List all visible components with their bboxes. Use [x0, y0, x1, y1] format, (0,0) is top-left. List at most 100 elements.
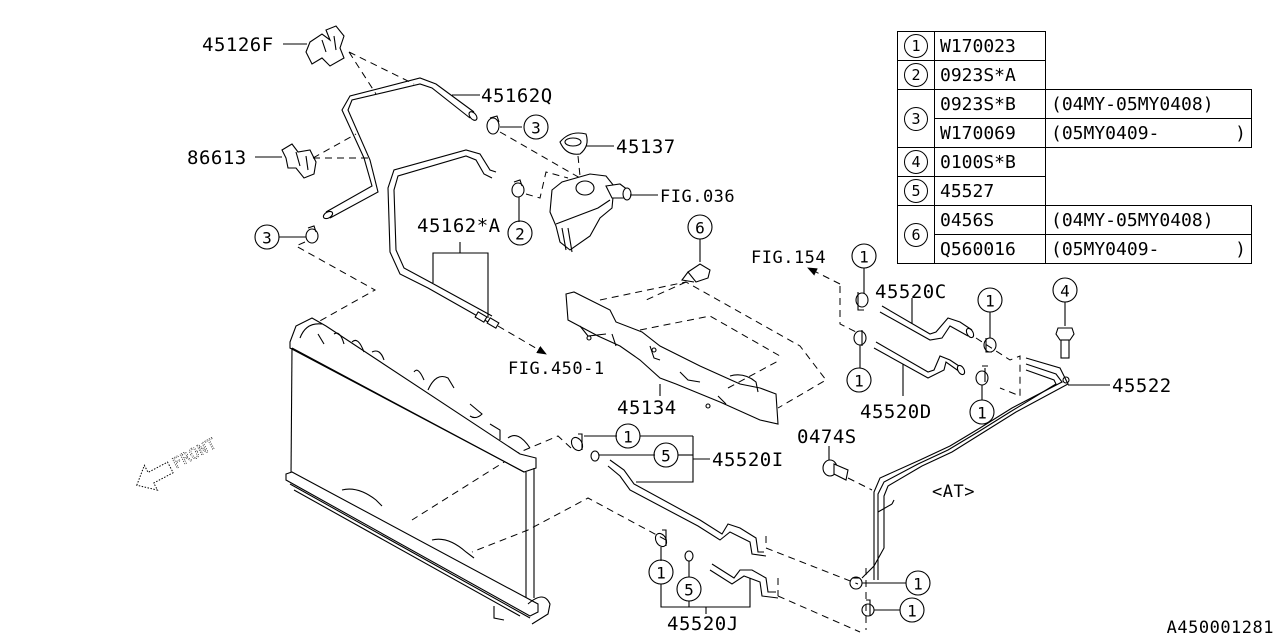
reference-part-number[interactable]: Q560016 — [934, 234, 1046, 264]
callout-5-j[interactable]: 5 — [676, 576, 702, 602]
clamp-1-lower-b[interactable] — [861, 599, 875, 617]
bolt-0474s[interactable] — [822, 459, 849, 481]
hose-45162q[interactable] — [322, 77, 478, 220]
bolt-4[interactable] — [1055, 327, 1075, 359]
label-45520c[interactable]: 45520C — [875, 281, 947, 303]
radiator[interactable] — [285, 317, 551, 625]
callout-5-i[interactable]: 5 — [653, 442, 679, 468]
reference-note-close: ) — [1235, 122, 1246, 144]
label-fig-154[interactable]: FIG.154 — [751, 248, 826, 268]
reference-note-text: (04MY-05MY0408) — [1051, 209, 1214, 231]
label-45520i[interactable]: 45520I — [712, 449, 784, 471]
hose-45162a[interactable] — [387, 149, 500, 329]
dash-cover — [599, 281, 827, 409]
label-fig-036[interactable]: FIG.036 — [660, 187, 735, 207]
label-45522[interactable]: 45522 — [1112, 375, 1172, 397]
label-45137[interactable]: 45137 — [616, 136, 676, 158]
dash-cap — [577, 155, 581, 177]
clamp-1-i[interactable] — [569, 433, 585, 453]
clamp-2[interactable] — [511, 179, 525, 198]
label-at-variant: <AT> — [932, 482, 975, 502]
cover-45134[interactable] — [565, 291, 779, 425]
bolt-6[interactable] — [681, 263, 711, 283]
front-arrow-icon — [136, 461, 174, 491]
callout-1-lower-a[interactable]: 1 — [905, 570, 931, 596]
clamp-1-j[interactable] — [653, 529, 669, 549]
clamp-1-d-right[interactable] — [975, 365, 989, 386]
reference-empty — [1046, 148, 1252, 177]
label-45134[interactable]: 45134 — [617, 397, 677, 419]
bracket-45520j — [660, 578, 751, 614]
callout-1-c-left[interactable]: 1 — [851, 243, 877, 269]
label-45162a[interactable]: 45162*A — [417, 215, 501, 237]
clamp-3-lower[interactable] — [305, 225, 319, 244]
callout-2[interactable]: 2 — [507, 220, 533, 246]
hose-45520d[interactable] — [873, 341, 966, 379]
dash-45126f — [348, 51, 415, 95]
clamp-1-c-right[interactable] — [983, 337, 997, 353]
callout-1-c-right[interactable]: 1 — [977, 287, 1003, 313]
reference-part-number[interactable]: 45527 — [934, 176, 1046, 206]
label-fig-450-1[interactable]: FIG.450-1 — [508, 359, 605, 379]
reference-part-number[interactable]: W170069 — [934, 118, 1046, 148]
reference-empty — [1046, 61, 1252, 90]
callout-3-lower[interactable]: 3 — [254, 224, 280, 250]
callout-1-d-right[interactable]: 1 — [969, 399, 995, 425]
label-0474s[interactable]: 0474S — [797, 426, 857, 448]
reference-note: (04MY-05MY0408) — [1045, 205, 1252, 235]
reservoir-tank[interactable] — [549, 173, 632, 253]
reference-note-close: ) — [1235, 238, 1246, 260]
callout-number: 1 — [904, 34, 928, 58]
reference-part-number[interactable]: 0923S*A — [934, 60, 1046, 90]
reference-part-number[interactable]: 0456S — [934, 205, 1046, 235]
reference-part-number[interactable]: 0923S*B — [934, 89, 1046, 119]
callout-number: 2 — [904, 63, 928, 87]
clamp-1-c-left[interactable] — [855, 292, 869, 311]
label-45162q[interactable]: 45162Q — [481, 85, 553, 107]
reference-key: 3 — [897, 89, 935, 148]
svg-text:1: 1 — [907, 602, 917, 621]
callout-1-d-left[interactable]: 1 — [846, 367, 872, 393]
callout-4[interactable]: 4 — [1052, 277, 1078, 303]
reference-part-number[interactable]: W170023 — [934, 31, 1046, 61]
pipe-45522[interactable] — [861, 357, 1070, 580]
dash-45520i — [411, 435, 859, 585]
label-86613[interactable]: 86613 — [187, 147, 247, 169]
callout-6[interactable]: 6 — [687, 214, 713, 240]
callout-number: 3 — [904, 106, 928, 131]
svg-text:1: 1 — [623, 428, 633, 447]
clip-45126f[interactable] — [305, 25, 345, 67]
ring-5-i[interactable] — [590, 450, 600, 462]
clip-86613[interactable] — [281, 143, 317, 179]
reservoir-cap-45137[interactable] — [559, 132, 588, 155]
svg-text:1: 1 — [985, 292, 995, 311]
dash-45520c — [839, 286, 1021, 397]
clamp-1-d-left[interactable] — [853, 330, 867, 346]
dash-clamp3-reservoir — [499, 131, 581, 179]
clamp-3-upper[interactable] — [486, 115, 500, 135]
callout-3-upper[interactable]: 3 — [523, 114, 549, 140]
reference-row: Q560016(05MY0409-) — [898, 234, 1252, 264]
reference-note: (05MY0409-) — [1045, 234, 1252, 264]
label-45520d[interactable]: 45520D — [860, 401, 932, 423]
svg-text:2: 2 — [515, 225, 525, 244]
reference-note-text: (04MY-05MY0408) — [1051, 93, 1214, 115]
callout-1-j[interactable]: 1 — [648, 559, 674, 585]
ring-5-j[interactable] — [684, 550, 694, 562]
hose-45520i[interactable] — [607, 459, 767, 557]
svg-text:1: 1 — [859, 248, 869, 267]
hose-45520c[interactable] — [879, 305, 975, 341]
callout-1-lower-b[interactable]: 1 — [899, 597, 925, 623]
reference-part-number[interactable]: 0100S*B — [934, 147, 1046, 177]
reference-key: 6 — [897, 205, 935, 264]
hose-45520j[interactable] — [709, 563, 779, 599]
label-45126f[interactable]: 45126F — [202, 34, 274, 56]
callout-1-i[interactable]: 1 — [615, 423, 641, 449]
reference-note: (05MY0409-) — [1045, 118, 1252, 148]
dash-45520j — [471, 497, 861, 633]
label-45520j[interactable]: 45520J — [667, 613, 739, 635]
dash-clamp2 — [525, 171, 569, 199]
reference-key: 1 — [897, 31, 935, 61]
